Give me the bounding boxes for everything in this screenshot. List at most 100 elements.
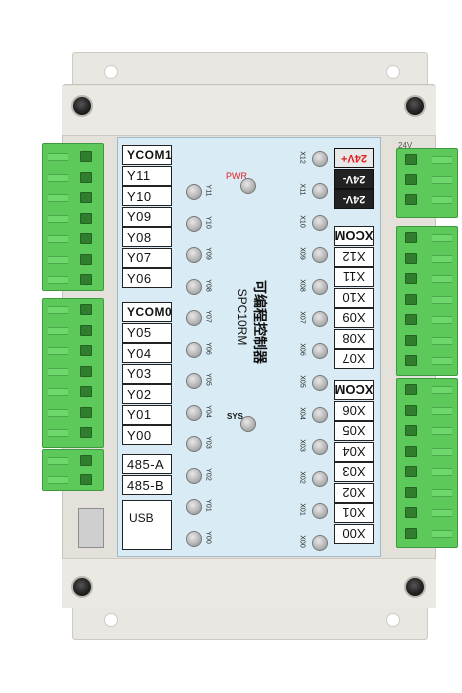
label-y06: Y06 bbox=[122, 268, 172, 288]
wire-entry bbox=[48, 367, 68, 376]
terminal-screw-icon bbox=[405, 507, 417, 518]
label-x00-right: X00 bbox=[334, 523, 374, 544]
enclosure-bottom-tab bbox=[62, 558, 436, 608]
wire-entry bbox=[432, 336, 452, 345]
terminal-screw-icon bbox=[405, 466, 417, 477]
wire-entry bbox=[48, 388, 68, 396]
led-label-x00: X00 bbox=[298, 535, 306, 548]
label-y01: Y01 bbox=[122, 404, 172, 425]
sys-label: SYS bbox=[227, 412, 244, 421]
led-label-y09: Y09 bbox=[204, 247, 212, 260]
led-label-y11: Y11 bbox=[204, 184, 212, 197]
usb-port[interactable] bbox=[78, 508, 104, 548]
led-label-x12: X12 bbox=[298, 151, 306, 164]
led-x05-icon bbox=[312, 375, 328, 391]
led-y02-icon bbox=[186, 467, 202, 484]
wire-entry bbox=[48, 326, 68, 335]
sys-led-icon bbox=[240, 416, 256, 432]
wire-entry bbox=[432, 316, 452, 324]
wire-entry bbox=[48, 476, 68, 484]
terminal-screw-icon bbox=[80, 345, 92, 356]
led-label-y00: Y00 bbox=[204, 530, 212, 544]
label-x04-right: X04 bbox=[334, 441, 374, 462]
label-y02: Y02 bbox=[122, 384, 172, 404]
enclosure-top-tab bbox=[62, 86, 436, 136]
terminal-screw-icon bbox=[80, 171, 92, 183]
led-label-x10: X10 bbox=[298, 215, 306, 228]
led-y11-icon bbox=[186, 184, 202, 200]
terminal-screw-icon bbox=[80, 192, 92, 203]
terminal-screw-icon bbox=[80, 386, 92, 397]
led-label-x01: X01 bbox=[298, 503, 306, 516]
label-x08-right: X08 bbox=[334, 328, 374, 349]
led-label-y03: Y03 bbox=[204, 436, 212, 449]
terminal-screw-icon bbox=[80, 212, 92, 224]
led-label-y08: Y08 bbox=[204, 278, 212, 292]
wire-entry bbox=[432, 196, 452, 204]
wire-entry bbox=[48, 408, 68, 417]
wire-entry bbox=[432, 427, 452, 435]
device-model: SPC10RM bbox=[235, 288, 249, 346]
terminal-screw-icon bbox=[80, 365, 92, 377]
wire-entry bbox=[48, 153, 68, 161]
device-title: 可编程控制器 bbox=[252, 280, 268, 364]
led-y08-icon bbox=[186, 278, 202, 295]
led-y09-icon bbox=[186, 247, 202, 263]
wire-entry bbox=[48, 255, 68, 264]
wire-entry bbox=[48, 347, 68, 355]
wire-entry bbox=[432, 386, 452, 394]
led-x06-icon bbox=[312, 343, 328, 359]
led-y03-icon bbox=[186, 436, 202, 452]
label-x12-right: X12 bbox=[334, 246, 374, 267]
terminal-screw-icon bbox=[405, 194, 417, 205]
wire-entry bbox=[432, 254, 452, 263]
led-label-y01: Y01 bbox=[204, 499, 212, 512]
terminal-screw-icon bbox=[80, 427, 92, 438]
wire-entry bbox=[432, 488, 452, 497]
wire-entry bbox=[48, 306, 68, 314]
rail-hole bbox=[104, 613, 118, 627]
wire-entry bbox=[432, 509, 452, 517]
label-x11-right: X11 bbox=[334, 267, 374, 287]
wire-entry bbox=[48, 235, 68, 243]
label-ycom1: YCOM1 bbox=[122, 145, 172, 165]
label-y05: Y05 bbox=[122, 322, 172, 343]
terminal-screw-icon bbox=[80, 324, 92, 336]
led-label-x06: X06 bbox=[298, 343, 306, 356]
label-xcom-right: XCOM bbox=[334, 226, 374, 246]
wire-entry bbox=[432, 468, 452, 476]
wire-entry bbox=[432, 234, 452, 242]
led-label-x05: X05 bbox=[298, 375, 306, 388]
label-power-2: 24V- bbox=[334, 189, 374, 209]
led-x01-icon bbox=[312, 503, 328, 519]
terminal-screw-icon bbox=[80, 474, 92, 485]
led-x00-icon bbox=[312, 535, 328, 551]
led-x03-icon bbox=[312, 439, 328, 455]
led-x10-icon bbox=[312, 215, 328, 231]
rail-hole bbox=[104, 65, 118, 79]
label-x02-right: X02 bbox=[334, 482, 374, 503]
led-y10-icon bbox=[186, 215, 202, 232]
terminal-screw-icon bbox=[405, 384, 417, 395]
led-y00-icon bbox=[186, 530, 202, 547]
wire-entry bbox=[432, 357, 452, 365]
label-x05-right: X05 bbox=[334, 421, 374, 441]
terminal-screw-icon bbox=[405, 404, 417, 416]
led-label-y10: Y10 bbox=[204, 215, 212, 229]
terminal-screw-icon bbox=[405, 314, 417, 325]
label-power-0: 24V+ bbox=[334, 148, 374, 168]
mounting-screw-icon bbox=[71, 576, 93, 598]
led-y06-icon bbox=[186, 341, 202, 358]
terminal-screw-icon bbox=[80, 253, 92, 265]
wire-entry bbox=[48, 194, 68, 202]
pwr-led-icon bbox=[240, 178, 256, 194]
led-x02-icon bbox=[312, 471, 328, 487]
terminal-screw-icon bbox=[80, 304, 92, 315]
terminal-screw-icon bbox=[405, 232, 417, 243]
terminal-block-right-2 bbox=[396, 378, 458, 548]
label-y08: Y08 bbox=[122, 227, 172, 247]
wire-entry bbox=[432, 447, 452, 456]
label-x09-right: X09 bbox=[334, 308, 374, 328]
mounting-screw-icon bbox=[404, 576, 426, 598]
led-label-y05: Y05 bbox=[204, 373, 212, 386]
